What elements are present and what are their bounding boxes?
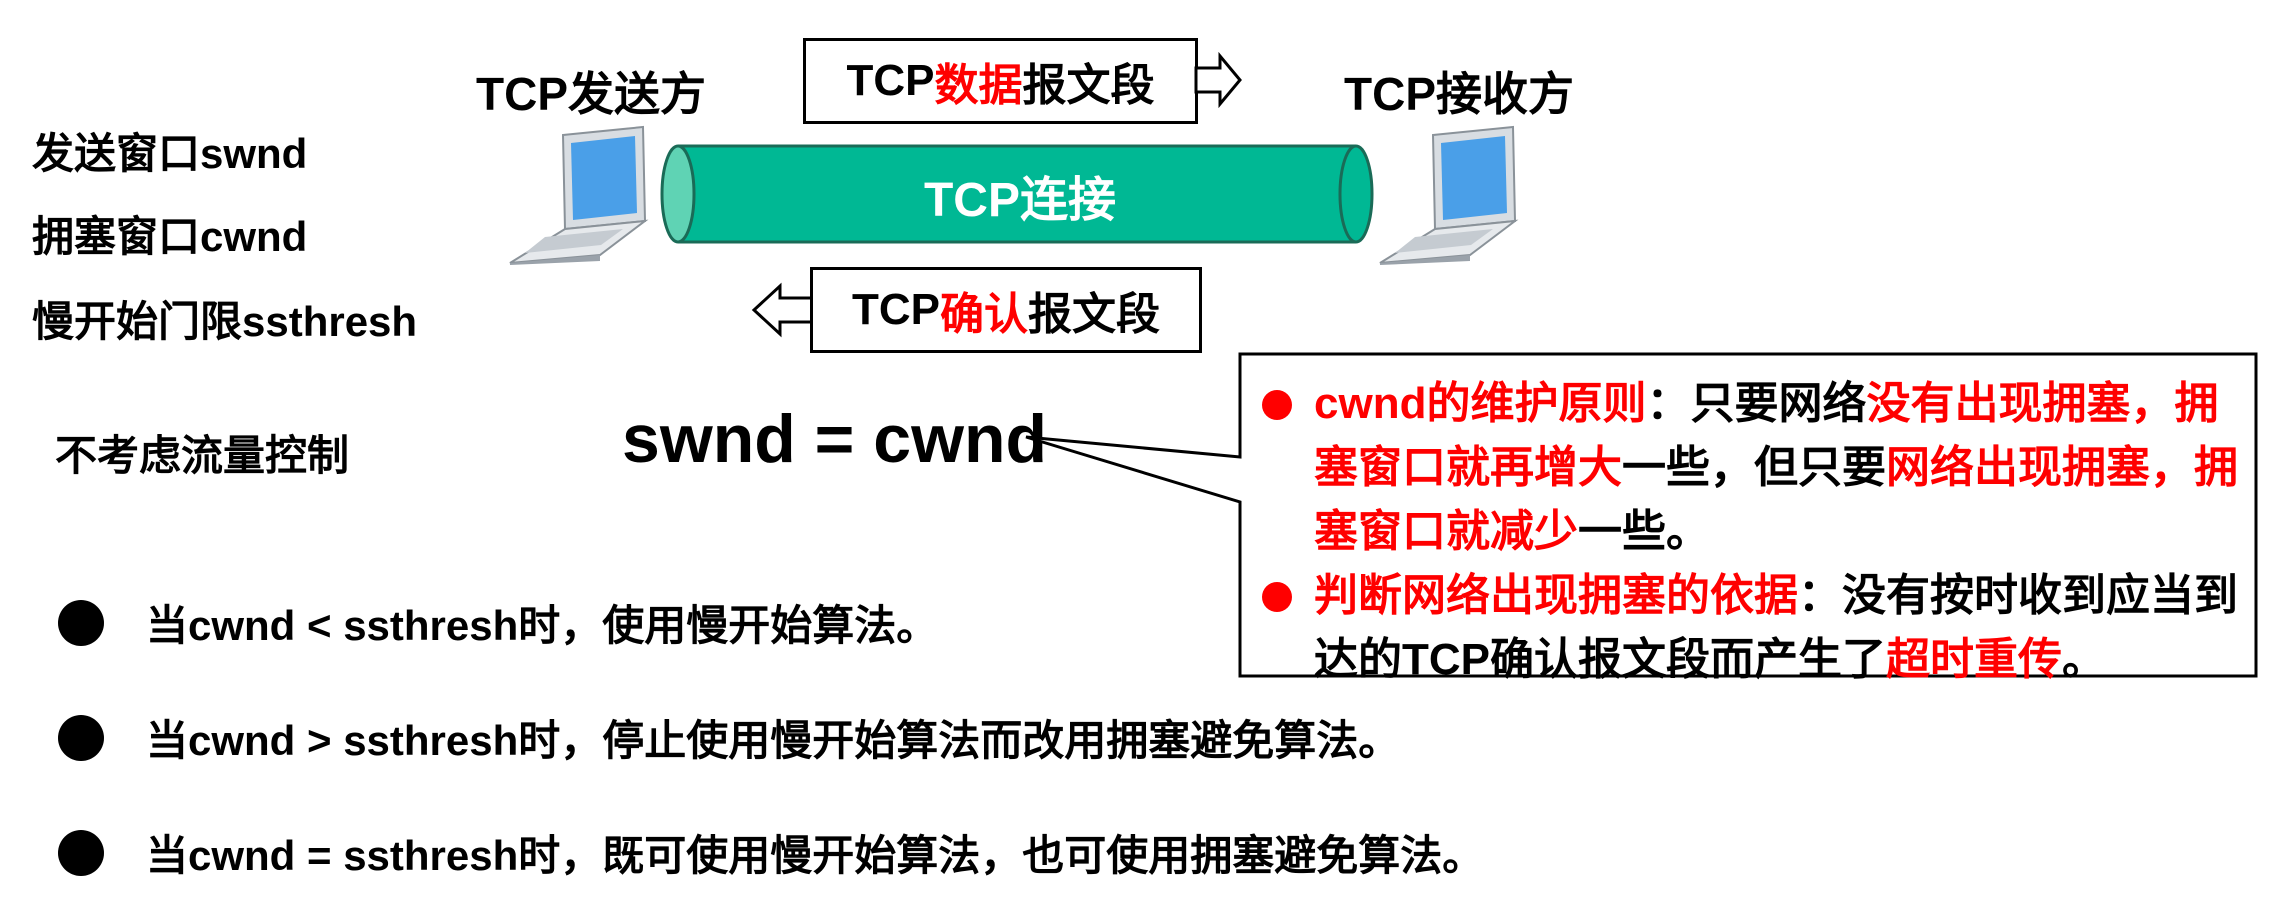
receiver-label: TCP接收方: [1344, 68, 1574, 120]
callout-item-1-r1: 没有出现拥塞，: [1866, 379, 2175, 428]
bullet-icon: [58, 829, 104, 876]
callout-item-2-title: 判断网络出现拥塞的依据: [1314, 571, 1798, 620]
tcp-connection-pipe: [660, 144, 1374, 244]
ack-segment-highlight: 确认: [940, 290, 1028, 339]
var-ssthresh: 慢开始门限ssthresh: [32, 298, 418, 345]
red-bullet-icon: [1262, 582, 1292, 612]
bullet-icon: [58, 714, 104, 761]
sender-laptop-icon: [509, 125, 649, 265]
sender-label: TCP发送方: [476, 68, 706, 120]
tcp-connection-label: TCP连接: [923, 174, 1116, 227]
var-swnd: 发送窗口swnd: [32, 130, 308, 177]
equation: swnd = cwnd: [622, 401, 1048, 477]
callout-item-1: cwnd的维护原则：只要网络没有出现拥塞，拥塞窗口就再增大一些，但只要网络出现拥…: [1262, 372, 2247, 564]
callout-item-1-r2: 拥塞窗口就再增大: [1314, 379, 2219, 492]
callout-item-1-r3: 网络出现拥塞，: [1886, 443, 2194, 492]
var-cwnd: 拥塞窗口cwnd: [32, 213, 308, 260]
left-arrow-icon: [751, 282, 816, 338]
rule-2-text: 当cwnd > ssthresh时，停止使用慢开始算法而改用拥塞避免算法。: [146, 717, 1401, 764]
right-arrow-icon: [1194, 52, 1242, 108]
rule-3-text: 当cwnd = ssthresh时，既可使用慢开始算法，也可使用拥塞避免算法。: [146, 832, 1485, 879]
data-segment-highlight: 数据: [934, 61, 1023, 110]
callout-item-2-r1: 超时重传: [1886, 635, 2062, 684]
bullet-icon: [58, 599, 104, 646]
callout-item-1-r4: 拥塞窗口就减少: [1314, 443, 2238, 556]
ack-segment-suffix: 报文段: [1028, 290, 1160, 339]
callout-item-2-t1: ：没有按时收到应当到达的TCP确认报文段而产生了: [1314, 571, 2238, 684]
callout-item-1-t2: 一些，但只要: [1622, 443, 1886, 492]
callout-item-1-sep: ：只要网络: [1646, 379, 1867, 428]
rule-2: 当cwnd > ssthresh时，停止使用慢开始算法而改用拥塞避免算法。: [58, 707, 1400, 768]
callout-item-1-text: cwnd的维护原则：只要网络没有出现拥塞，拥塞窗口就再增大一些，但只要网络出现拥…: [1314, 372, 2247, 564]
callout-item-2-t2: 。: [2062, 635, 2106, 684]
callout-content: cwnd的维护原则：只要网络没有出现拥塞，拥塞窗口就再增大一些，但只要网络出现拥…: [1262, 372, 2247, 692]
callout-item-1-title: cwnd的维护原则: [1314, 379, 1647, 428]
receiver-laptop-icon: [1379, 125, 1519, 265]
callout-frame: [1025, 352, 2258, 678]
rule-1-text: 当cwnd < ssthresh时，使用慢开始算法。: [146, 602, 939, 649]
rule-3: 当cwnd = ssthresh时，既可使用慢开始算法，也可使用拥塞避免算法。: [58, 822, 1484, 883]
red-bullet-icon: [1262, 390, 1292, 420]
callout-item-2-text: 判断网络出现拥塞的依据：没有按时收到应当到达的TCP确认报文段而产生了超时重传。: [1314, 564, 2247, 692]
ack-segment-prefix: TCP: [852, 285, 940, 334]
data-segment-suffix: 报文段: [1022, 61, 1155, 110]
callout-item-2: 判断网络出现拥塞的依据：没有按时收到应当到达的TCP确认报文段而产生了超时重传。: [1262, 564, 2247, 692]
flow-control-note: 不考虑流量控制: [55, 432, 350, 479]
data-segment-prefix: TCP: [846, 56, 935, 105]
callout-item-1-t3: 一些。: [1578, 507, 1710, 556]
rule-1: 当cwnd < ssthresh时，使用慢开始算法。: [58, 592, 938, 653]
